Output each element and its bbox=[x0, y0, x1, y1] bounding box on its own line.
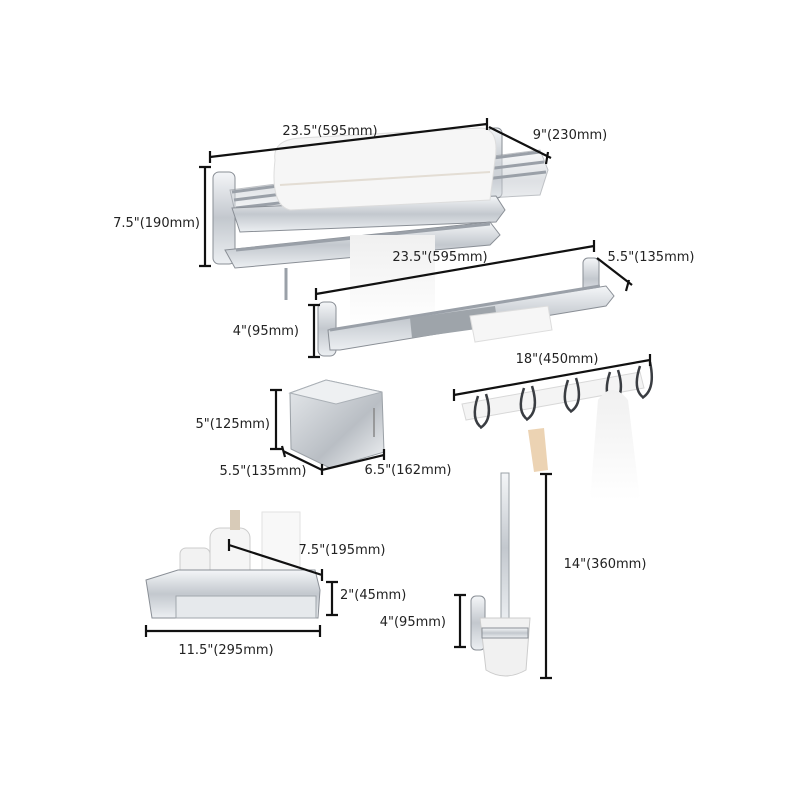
box-height-label: 5"(125mm) bbox=[195, 417, 270, 432]
rack-depth-label: 9"(230mm) bbox=[533, 128, 608, 143]
shelf-height-label: 2"(45mm) bbox=[340, 588, 406, 603]
dimension-lines bbox=[144, 118, 652, 680]
robe-hook-rail bbox=[461, 361, 653, 500]
rack-height-label: 7.5"(190mm) bbox=[113, 216, 200, 231]
brush-height-label: 14"(360mm) bbox=[564, 557, 647, 572]
dim-shelf-height bbox=[326, 580, 338, 617]
hanging-tag bbox=[528, 428, 548, 472]
tissue-box bbox=[288, 379, 385, 469]
shelf-diagonal-label: 7.5"(195mm) bbox=[299, 543, 386, 558]
bar-width-label: 23.5"(595mm) bbox=[392, 250, 487, 265]
corner-shelf bbox=[145, 510, 321, 619]
hanging-hand-towel bbox=[590, 390, 640, 500]
folded-towel bbox=[273, 127, 497, 211]
bar-depth-label: 5.5"(135mm) bbox=[608, 250, 695, 265]
dim-brush-height bbox=[540, 472, 552, 680]
dim-bar-width bbox=[314, 240, 596, 300]
towel-rack bbox=[212, 127, 549, 330]
toilet-brush bbox=[470, 472, 531, 677]
hooks-width-label: 18"(450mm) bbox=[516, 352, 599, 367]
dim-bar-depth bbox=[596, 257, 633, 292]
dim-rack-depth bbox=[488, 126, 552, 165]
shelf-width-label: 11.5"(295mm) bbox=[178, 643, 273, 658]
dim-bar-height bbox=[308, 303, 320, 359]
bar-height-label: 4"(95mm) bbox=[233, 324, 299, 339]
box-depth-label: 5.5"(135mm) bbox=[220, 464, 307, 479]
brush-holder-height-label: 4"(95mm) bbox=[380, 615, 446, 630]
dim-brush-holder-height bbox=[454, 593, 466, 649]
dim-rack-width bbox=[208, 118, 489, 163]
dim-shelf-diagonal bbox=[227, 539, 324, 581]
dim-box-depth-width bbox=[280, 445, 386, 475]
dim-rack-height bbox=[199, 165, 211, 268]
dim-box-height bbox=[270, 388, 282, 451]
box-width-label: 6.5"(162mm) bbox=[365, 463, 452, 478]
dim-hooks-width bbox=[452, 354, 652, 401]
rack-width-label: 23.5"(595mm) bbox=[282, 124, 377, 139]
dim-shelf-width bbox=[144, 625, 322, 637]
towel-bar bbox=[317, 257, 615, 357]
grey-towel bbox=[410, 306, 498, 338]
